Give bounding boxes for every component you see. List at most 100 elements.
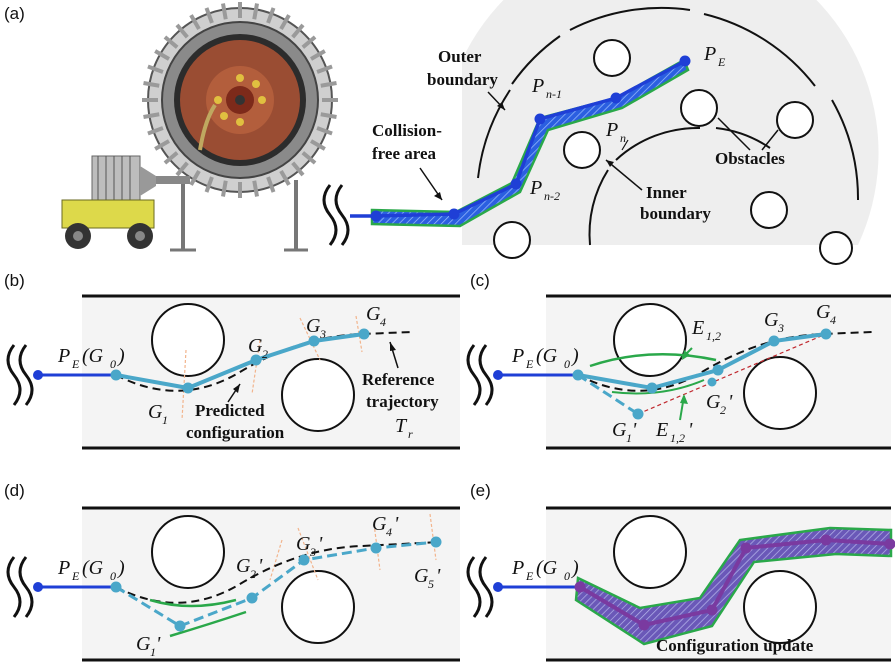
svg-text:': ' bbox=[688, 419, 693, 441]
svg-text:n-2: n-2 bbox=[544, 189, 560, 203]
drum-spike bbox=[204, 176, 214, 193]
drum-spike bbox=[316, 126, 333, 136]
updated-chain bbox=[578, 537, 892, 628]
g2-label-b: G 2 bbox=[248, 335, 268, 361]
drum-spike bbox=[143, 112, 160, 119]
drum-spike bbox=[266, 176, 276, 193]
g2p-label-d: G 2 ' bbox=[236, 555, 263, 581]
drum-spike bbox=[252, 180, 259, 197]
svg-text:P: P bbox=[703, 43, 716, 65]
entry-curls-d bbox=[6, 556, 34, 618]
svg-text:2: 2 bbox=[720, 403, 726, 417]
svg-text:G: G bbox=[414, 565, 429, 587]
drum-spike bbox=[310, 139, 326, 151]
svg-text:n: n bbox=[620, 131, 626, 145]
svg-text:G: G bbox=[248, 335, 263, 357]
svg-text:': ' bbox=[436, 565, 441, 587]
workspace-region bbox=[462, 0, 879, 245]
drum-spike bbox=[310, 49, 326, 61]
updated-corridor bbox=[574, 526, 893, 646]
inner-boundary-label: Inner boundary bbox=[605, 159, 711, 223]
panel-e: (e) P E (G 0 ) Configuration update bbox=[466, 481, 895, 662]
entry-curls-e bbox=[466, 556, 494, 618]
svg-text:G: G bbox=[136, 633, 151, 655]
panel-b-label: (b) bbox=[4, 271, 25, 290]
svg-text:E: E bbox=[717, 55, 726, 69]
g3-label-b: G 3 bbox=[306, 315, 326, 341]
svg-text:E: E bbox=[71, 569, 80, 583]
g2p-label-c: G 2 ' bbox=[706, 391, 733, 417]
svg-text:E: E bbox=[525, 357, 534, 371]
pe-label-a: P E bbox=[703, 43, 726, 69]
svg-text:P: P bbox=[529, 177, 542, 199]
drum-spike bbox=[316, 64, 333, 74]
svg-text:': ' bbox=[394, 513, 399, 535]
svg-text:(G: (G bbox=[82, 345, 104, 367]
svg-text:Inner: Inner bbox=[646, 183, 687, 202]
e12p-label: E 1,2 ' bbox=[655, 419, 693, 445]
predicted-configuration-label: Predicted configuration bbox=[186, 383, 285, 442]
svg-text:(G: (G bbox=[82, 557, 104, 579]
svg-text:boundary: boundary bbox=[640, 204, 711, 223]
svg-text:G: G bbox=[236, 555, 251, 577]
red-dashed-line-c bbox=[637, 333, 827, 415]
svg-text:4: 4 bbox=[830, 313, 836, 327]
svg-text:1,2: 1,2 bbox=[706, 329, 721, 343]
drum-spike bbox=[189, 170, 201, 186]
pn1-label-a: P n-1 bbox=[531, 75, 562, 101]
panel-a: (a) bbox=[4, 0, 879, 265]
pn2-label-a: P n-2 bbox=[529, 177, 560, 203]
drum-spike bbox=[204, 7, 214, 24]
g4-label-c: G 4 bbox=[816, 301, 836, 327]
entry-curls-c bbox=[466, 344, 494, 406]
svg-text:boundary: boundary bbox=[427, 70, 498, 89]
g4p-label-d: G 4 ' bbox=[372, 513, 399, 539]
link-chain-a bbox=[350, 55, 691, 222]
svg-text:P: P bbox=[605, 119, 618, 141]
svg-text:configuration: configuration bbox=[186, 423, 285, 442]
svg-text:': ' bbox=[258, 555, 263, 577]
drum-spike bbox=[175, 161, 189, 177]
svg-text:T: T bbox=[395, 415, 408, 437]
drum-spike bbox=[154, 49, 170, 61]
svg-text:G: G bbox=[816, 301, 831, 323]
panel-a-label: (a) bbox=[4, 4, 25, 23]
g1p-label-c: G 1 ' bbox=[612, 419, 637, 445]
g5p-label-d: G 5 ' bbox=[414, 565, 441, 591]
svg-text:): ) bbox=[117, 345, 125, 367]
drum-spike bbox=[252, 3, 259, 20]
panel-c: (c) P E (G 0 ) bbox=[466, 271, 891, 450]
drum-spike bbox=[279, 14, 291, 30]
svg-text:P: P bbox=[57, 345, 70, 367]
drum-spike bbox=[221, 3, 228, 20]
svg-text:1: 1 bbox=[150, 645, 156, 659]
svg-text:G: G bbox=[296, 533, 311, 555]
outer-boundary-label: Outer boundary bbox=[427, 47, 506, 111]
svg-text:1: 1 bbox=[626, 431, 632, 445]
svg-text:2: 2 bbox=[262, 347, 268, 361]
drum-spike bbox=[291, 23, 305, 39]
joints-d bbox=[110, 536, 442, 632]
obstacles-a bbox=[493, 39, 853, 265]
pe-g0-label-b: P E (G 0 ) bbox=[57, 345, 125, 371]
drum-spike bbox=[279, 170, 291, 186]
pe-g0-label-d: P E (G 0 ) bbox=[57, 557, 125, 583]
g3-label-c: G 3 bbox=[764, 309, 784, 335]
svg-text:5: 5 bbox=[428, 577, 434, 591]
drum-spike bbox=[301, 35, 317, 49]
entry-curls-a bbox=[322, 184, 350, 246]
g3p-label-d: G 3 ' bbox=[296, 533, 323, 559]
drum-spike bbox=[147, 126, 164, 136]
svg-text:G: G bbox=[366, 303, 381, 325]
svg-text:3: 3 bbox=[319, 327, 326, 341]
reference-trajectory-b bbox=[115, 331, 413, 392]
svg-text:P: P bbox=[531, 75, 544, 97]
svg-text:P: P bbox=[511, 557, 524, 579]
drum-spike bbox=[163, 35, 179, 49]
entry-curls-b bbox=[6, 344, 34, 406]
pn-label-a: P n bbox=[605, 119, 629, 151]
orange-ticks-d bbox=[269, 513, 437, 581]
svg-text:': ' bbox=[156, 633, 161, 655]
svg-text:): ) bbox=[571, 557, 579, 579]
drum-spike bbox=[266, 7, 276, 24]
